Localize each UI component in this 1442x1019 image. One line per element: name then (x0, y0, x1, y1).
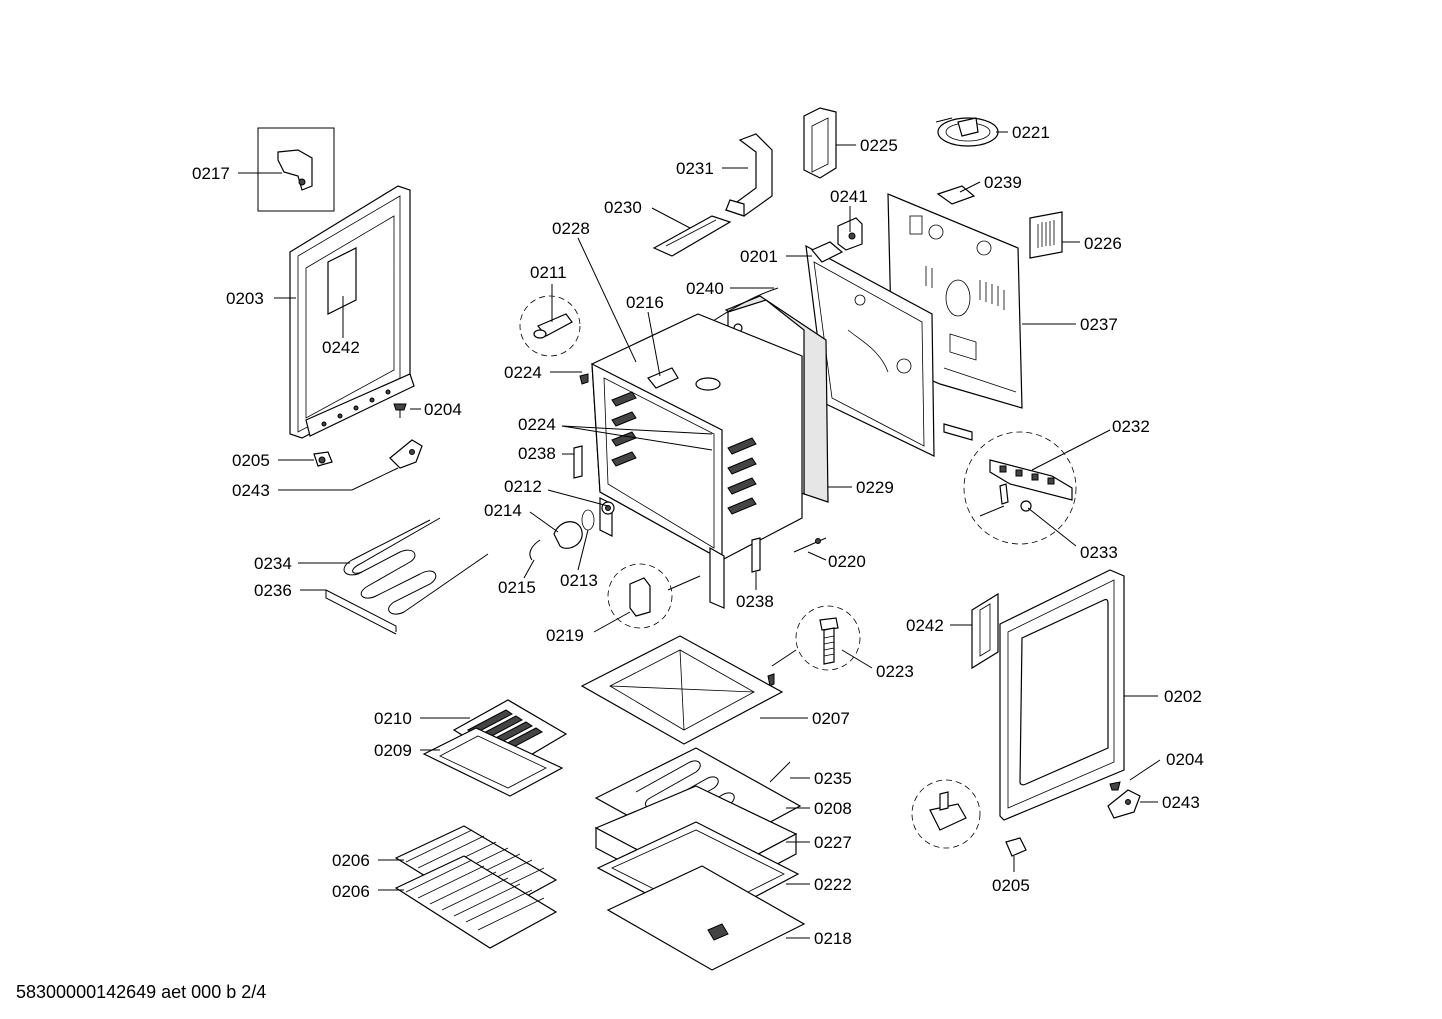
part-0241-bracket (837, 217, 863, 251)
label-0212: 0212 (504, 477, 542, 496)
part-0225-channel (803, 107, 837, 179)
part-0242-clip-right (971, 592, 999, 670)
label-0226: 0226 (1084, 234, 1122, 253)
part-0223-bolt (767, 605, 861, 687)
label-0228: 0228 (552, 219, 590, 238)
part-0236-support (325, 589, 397, 635)
part-0231-duct (724, 133, 773, 217)
part-0211-sensor (519, 295, 581, 357)
part-0243-bracket-right (1107, 789, 1141, 819)
label-0231: 0231 (676, 159, 714, 178)
label-0219: 0219 (546, 626, 584, 645)
part-0206-rack-lower (394, 855, 558, 949)
part-0243-bracket-left (389, 439, 423, 469)
label-0205: 0205 (232, 451, 270, 470)
part-labels: 0217 0203 0242 0204 0205 0243 0231 0225 … (192, 123, 1204, 948)
part-0235-sensor-pin (769, 761, 791, 783)
label-0211: 0211 (530, 263, 567, 282)
part-0221-cable (935, 117, 999, 147)
label-0208: 0208 (814, 799, 852, 818)
part-0203-door-left (289, 185, 415, 439)
label-0238: 0238 (736, 592, 774, 611)
label-0229: 0229 (856, 478, 894, 497)
label-0230: 0230 (604, 198, 642, 217)
label-0232: 0232 (1112, 417, 1150, 436)
part-0232-terminal-block (943, 423, 1077, 545)
leader-lines (238, 131, 1161, 939)
label-0204: 0204 (424, 400, 462, 419)
label-0216: 0216 (626, 293, 664, 312)
part-0219-hook (607, 563, 673, 629)
part-0217-hinge (257, 127, 335, 212)
label-0218: 0218 (814, 929, 852, 948)
part-0204-screw-right (1109, 781, 1121, 791)
part-0238-strip-b (751, 537, 761, 573)
label-0224: 0224 (518, 415, 556, 434)
part-0207-floor (580, 635, 784, 745)
part-0230-plate (652, 215, 732, 257)
label-0235: 0235 (814, 769, 852, 788)
label-0215: 0215 (498, 578, 536, 597)
label-0233: 0233 (1080, 543, 1118, 562)
part-0213-lens (581, 509, 595, 531)
label-0238: 0238 (518, 444, 556, 463)
label-0203: 0203 (226, 289, 264, 308)
label-0213: 0213 (560, 571, 598, 590)
part-0215-clip (529, 539, 541, 561)
part-0234-grill-element (343, 517, 489, 615)
label-0220: 0220 (828, 552, 866, 571)
label-0237: 0237 (1080, 315, 1118, 334)
label-0240: 0240 (686, 279, 724, 298)
label-0222: 0222 (814, 875, 852, 894)
part-0226-vent (1029, 211, 1063, 259)
label-0227: 0227 (814, 833, 852, 852)
label-0207: 0207 (812, 709, 850, 728)
part-0205-pin-left (313, 451, 333, 467)
part-0205-pin-right (911, 779, 1027, 857)
part-0233-screw (979, 483, 1032, 517)
label-0242: 0242 (906, 616, 944, 635)
label-0201: 0201 (740, 247, 778, 266)
label-0206: 0206 (332, 882, 370, 901)
label-0242: 0242 (322, 338, 360, 357)
label-0202: 0202 (1164, 687, 1202, 706)
document-code: 58300000142649 aet 000 b 2/4 (16, 982, 266, 1002)
label-0241: 0241 (830, 187, 868, 206)
part-0212-lamp (601, 501, 615, 515)
part-0238-strip-a (573, 445, 583, 479)
label-0221: 0221 (1012, 123, 1050, 142)
label-0243: 0243 (1162, 793, 1200, 812)
label-0205: 0205 (992, 876, 1030, 895)
label-0217: 0217 (192, 164, 230, 183)
label-0206: 0206 (332, 851, 370, 870)
label-0234: 0234 (254, 554, 292, 573)
label-0239: 0239 (984, 173, 1022, 192)
label-0223: 0223 (876, 662, 914, 681)
part-0220-pin (793, 537, 827, 553)
part-0218-bottom-cover (606, 865, 806, 971)
label-0225: 0225 (860, 136, 898, 155)
label-0214: 0214 (484, 501, 522, 520)
label-0210: 0210 (374, 709, 412, 728)
label-0224: 0224 (504, 363, 542, 382)
part-0209-pan (422, 727, 564, 797)
part-0239-clip (936, 185, 976, 205)
part-0228-oven-cavity (591, 313, 803, 609)
label-0243: 0243 (232, 481, 270, 500)
label-0204: 0204 (1166, 750, 1204, 769)
part-0202-door-right (999, 569, 1125, 821)
part-0204-screw-left (393, 403, 407, 418)
label-0236: 0236 (254, 581, 292, 600)
part-0214-lamp-cover (553, 521, 583, 549)
part-0224-screw (579, 373, 589, 385)
label-0209: 0209 (374, 741, 412, 760)
